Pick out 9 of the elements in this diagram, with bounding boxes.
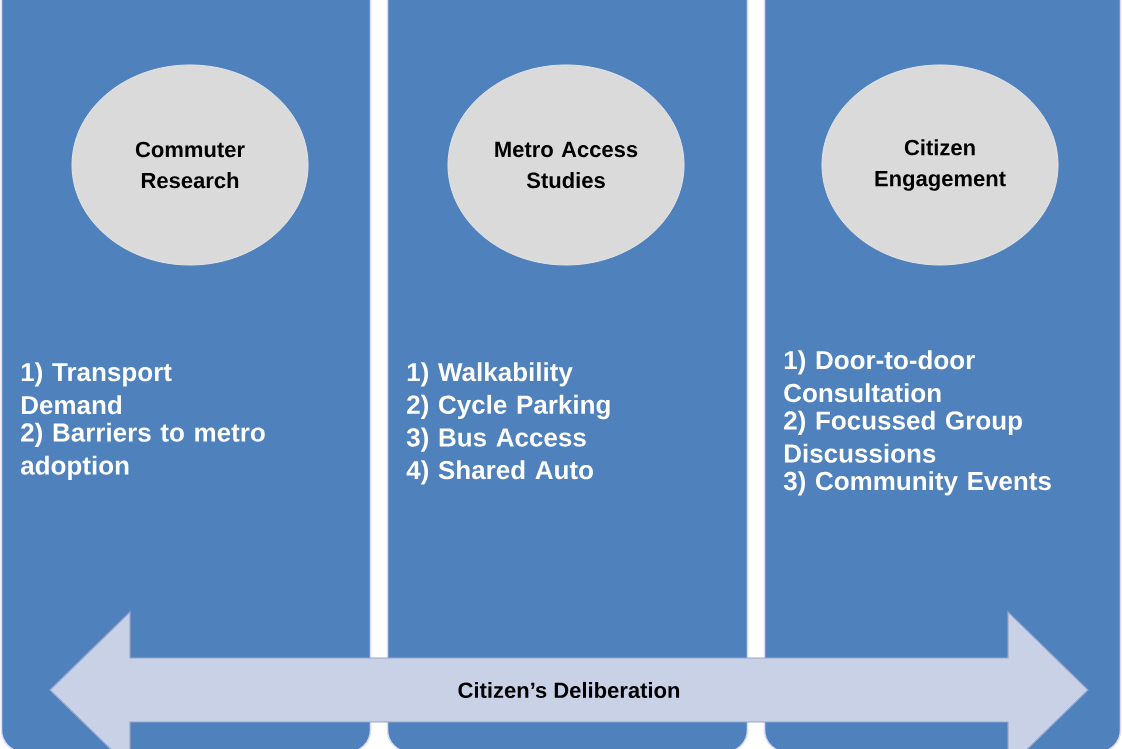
list-item: 4) Shared Auto [406, 460, 593, 485]
list-item: 3) Community Events [783, 471, 1051, 496]
list-item: 2) Cycle Parking [407, 394, 610, 420]
list-item: 3) Bus Access [406, 427, 586, 452]
list-item: 1) Door-to-door Consultation [784, 350, 975, 403]
list-item: 2) Barriers to metro adoption [21, 422, 265, 480]
list-item: 2) Focussed Group Discussions [784, 410, 1022, 463]
list-item: 1) Transport Demand [21, 362, 172, 415]
list-item: 1) Walkability [407, 362, 573, 387]
